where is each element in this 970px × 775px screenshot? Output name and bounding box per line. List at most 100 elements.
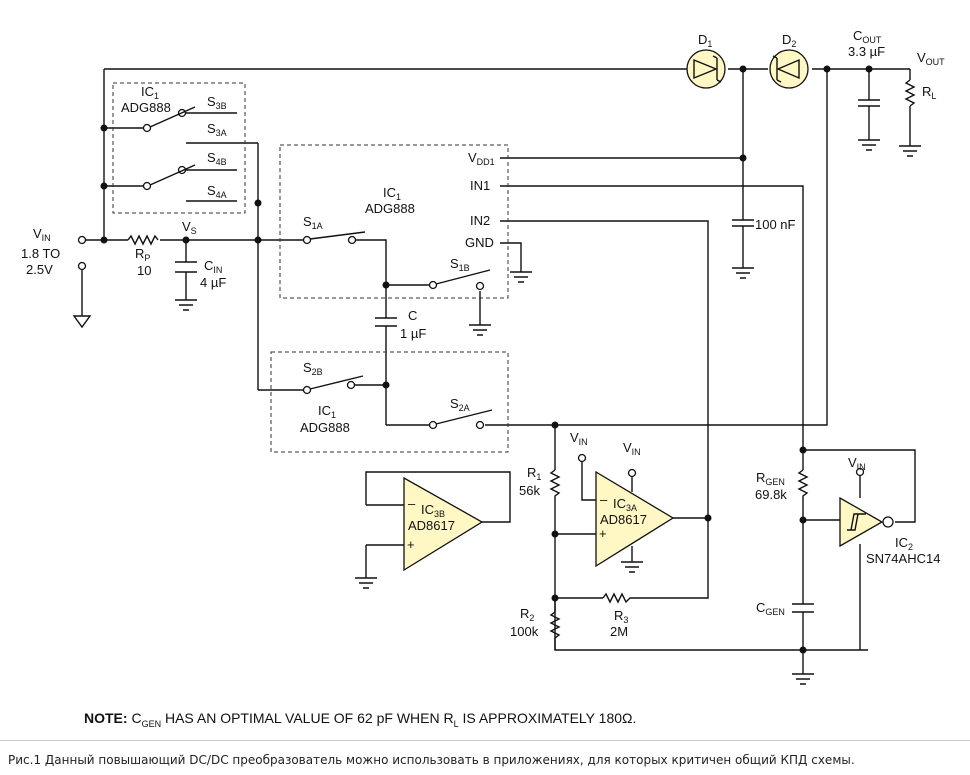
label-ic1-top: IC1 [141, 84, 159, 101]
label-rgen: RGEN [756, 470, 785, 487]
label-vout: VOUT [917, 50, 945, 67]
label-s4a: S4A [207, 183, 227, 200]
label-ic3a: IC3A [613, 496, 637, 513]
label-rgen-value: 69.8k [755, 487, 787, 502]
vin-terminal [77, 235, 87, 245]
label-r2-value: 100k [510, 624, 539, 639]
capacitor-100nf [732, 219, 754, 236]
label-s1a: S1A [303, 214, 323, 231]
label-ic2: IC2 [895, 535, 913, 552]
label-vin-ic2: VIN [848, 455, 866, 472]
label-cgen: CGEN [756, 600, 785, 617]
label-s1b: S1B [450, 256, 470, 273]
label-r1-value: 56k [519, 483, 540, 498]
label-100nf: 100 nF [755, 217, 796, 232]
capacitor-c [375, 317, 397, 327]
ic1-switch-box-middle [279, 144, 509, 299]
note-sub-1: GEN [141, 718, 162, 729]
label-ic3b-part: AD8617 [408, 518, 455, 533]
circuit-schematic: D1 D2 COUT 3.3 µF VOUT RL IC1 ADG888 S3B… [21, 28, 945, 685]
opamp-ic3a [595, 470, 675, 568]
label-rp: RP [135, 246, 150, 263]
figure-caption: Рис.1 Данный повышающий DC/DC преобразов… [8, 753, 855, 767]
resistor-r1 [549, 469, 561, 500]
label-ic1-bot: IC1 [318, 403, 336, 420]
note-sub-2: L [453, 718, 459, 729]
label-cin: CIN [204, 258, 222, 275]
vin-terminal-ic2 [855, 467, 865, 477]
label-ic2-part: SN74AHC14 [866, 551, 940, 566]
label-gnd: GND [465, 235, 494, 250]
note-text-3: IS APPROXIMATELY 180Ω. [458, 710, 637, 726]
switch-s1a [302, 231, 366, 245]
component-labels: D1 D2 COUT 3.3 µF VOUT RL IC1 ADG888 S3B… [21, 28, 945, 639]
diode-d1 [686, 49, 726, 89]
label-s3a: S3A [207, 121, 227, 138]
label-c: C [408, 308, 417, 323]
label-vin-ic3a: VIN [570, 430, 588, 447]
label-vs: VS [182, 219, 197, 236]
label-s2a: S2A [450, 396, 470, 413]
label-r3: R3 [614, 608, 628, 625]
label-vdd1: VDD1 [468, 150, 495, 167]
note-heading: NOTE: [84, 710, 128, 726]
label-in1: IN1 [470, 178, 490, 193]
ground-symbols [72, 139, 921, 685]
vin-return-terminal [77, 261, 87, 271]
label-ic3b: IC3B [421, 502, 445, 519]
label-ic1-bot-part: ADG888 [300, 420, 350, 435]
label-r3-value: 2M [610, 624, 628, 639]
label-rp-value: 10 [137, 263, 151, 278]
design-note: NOTE: CGEN HAS AN OPTIMAL VALUE OF 62 pF… [84, 710, 636, 729]
resistor-rgen [797, 469, 809, 500]
label-ic1-top-part: ADG888 [121, 100, 171, 115]
resistor-rl [904, 79, 916, 107]
ic1-switch-box-bottom [270, 351, 509, 453]
label-d1: D1 [698, 32, 712, 49]
junction-dots [100, 65, 873, 654]
label-vin: VIN [33, 226, 51, 243]
switch-s2b [302, 375, 364, 395]
capacitor-cgen [792, 603, 814, 613]
label-s4b: S4B [207, 150, 227, 167]
diode-d2 [769, 49, 809, 89]
vin-terminal-ic3a [577, 453, 587, 463]
label-ic3a-minus: – [600, 492, 608, 507]
resistor-rp [127, 234, 159, 246]
schmitt-inverter-ic2 [839, 496, 894, 548]
resistor-r2 [549, 611, 561, 650]
label-ic1-mid: IC1 [383, 185, 401, 202]
switch-s4b-s4a [142, 164, 196, 191]
label-d2: D2 [782, 32, 796, 49]
label-in2: IN2 [470, 213, 490, 228]
label-cout: COUT [853, 28, 882, 45]
label-s2b: S2B [303, 360, 323, 377]
switch-s2a [428, 409, 493, 430]
switch-s1b [428, 269, 491, 291]
label-ic3b-plus: + [407, 537, 415, 552]
label-ic3a-plus: + [599, 526, 607, 541]
switch-s3b-s3a [142, 106, 196, 133]
label-cin-value: 4 µF [200, 275, 226, 290]
label-vin-range-2: 2.5V [26, 262, 53, 277]
note-text-2: HAS AN OPTIMAL VALUE OF 62 pF WHEN R [161, 710, 454, 726]
ic1-switch-box-top [112, 82, 246, 214]
label-ic3b-minus: – [408, 496, 416, 511]
label-vin-amp: VIN [623, 440, 641, 457]
label-vin-range-1: 1.8 TO [21, 246, 60, 261]
label-r2: R2 [520, 606, 534, 623]
vin-terminal-amp [627, 468, 637, 478]
opamp-ic3b [403, 476, 484, 572]
label-ic3a-part: AD8617 [600, 512, 647, 527]
label-r1: R1 [527, 465, 541, 482]
label-rl: RL [922, 84, 936, 101]
note-text-1: C [127, 710, 142, 726]
figure-caption-bar: Рис.1 Данный повышающий DC/DC преобразов… [0, 740, 970, 775]
capacitor-cin [175, 261, 197, 273]
label-c-value: 1 µF [400, 326, 426, 341]
label-s3b: S3B [207, 94, 227, 111]
wires [81, 68, 916, 674]
capacitor-cout [858, 99, 880, 107]
label-ic1-mid-part: ADG888 [365, 201, 415, 216]
resistor-r3 [602, 592, 635, 604]
